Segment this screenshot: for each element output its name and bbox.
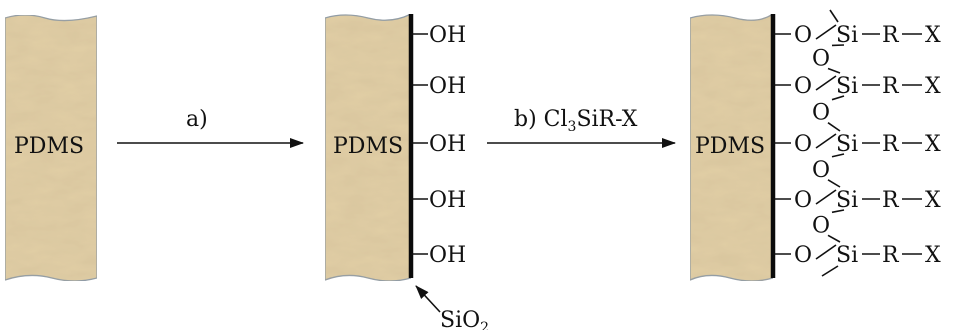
silica-label: SiO2 <box>440 308 489 330</box>
pdms-slab-2: PDMS OH OH OH OH OH <box>325 14 466 281</box>
hydroxyl-label: OH <box>429 243 466 268</box>
silicon-label: Si <box>836 74 858 99</box>
r-group-label: R <box>882 23 900 48</box>
x-group-label: X <box>925 23 941 48</box>
oxygen-label: O <box>794 188 812 213</box>
x-group-label: X <box>925 243 941 268</box>
oxygen-label: O <box>794 243 812 268</box>
pdms-label-3: PDMS <box>695 134 765 159</box>
hydroxyl-label: OH <box>429 23 466 48</box>
oxygen-label: O <box>794 132 812 157</box>
bridging-oxygen-label: O <box>812 213 830 238</box>
pdms-slab-1: PDMS <box>5 15 97 281</box>
r-group-label: R <box>882 74 900 99</box>
o-si-bond <box>816 190 836 204</box>
pdms-label-1: PDMS <box>14 134 84 159</box>
pdms-label-2: PDMS <box>333 134 403 159</box>
step-b-label: b) Cl3SiR-X <box>514 107 638 135</box>
silica-callout: SiO2 <box>416 286 489 330</box>
r-group-label: R <box>882 188 900 213</box>
oxygen-label: O <box>794 23 812 48</box>
r-group-label: R <box>882 243 900 268</box>
o-si-bridge-bond <box>828 123 840 131</box>
step-a-label: a) <box>186 107 208 132</box>
silicon-label: Si <box>836 23 858 48</box>
step-b-arrow-group: b) Cl3SiR-X <box>487 107 675 143</box>
step-a-arrow-group: a) <box>117 107 303 143</box>
o-si-bond <box>816 134 836 148</box>
hydroxyl-groups: OH OH OH OH OH <box>411 23 466 268</box>
silicon-label: Si <box>836 243 858 268</box>
terminal-bond-top <box>830 10 838 22</box>
bridging-oxygen-label: O <box>812 101 830 126</box>
hydroxyl-label: OH <box>429 132 466 157</box>
x-group-label: X <box>925 132 941 157</box>
oxygen-label: O <box>794 74 812 99</box>
hydroxyl-label: OH <box>429 74 466 99</box>
hydroxyl-label: OH <box>429 188 466 213</box>
o-si-bond <box>816 76 836 90</box>
o-si-bond <box>816 245 836 259</box>
silicon-label: Si <box>836 188 858 213</box>
x-group-label: X <box>925 74 941 99</box>
terminal-bond <box>822 266 838 276</box>
o-si-bridge-bond <box>828 180 840 187</box>
silica-pointer-arrow <box>416 286 440 312</box>
o-si-bridge-bond <box>828 235 840 242</box>
o-si-bond <box>816 25 836 39</box>
silicon-label: Si <box>836 132 858 157</box>
bridging-oxygen-label: O <box>812 158 830 183</box>
bridging-oxygen-label: O <box>812 46 830 71</box>
r-group-label: R <box>882 132 900 157</box>
x-group-label: X <box>925 188 941 213</box>
